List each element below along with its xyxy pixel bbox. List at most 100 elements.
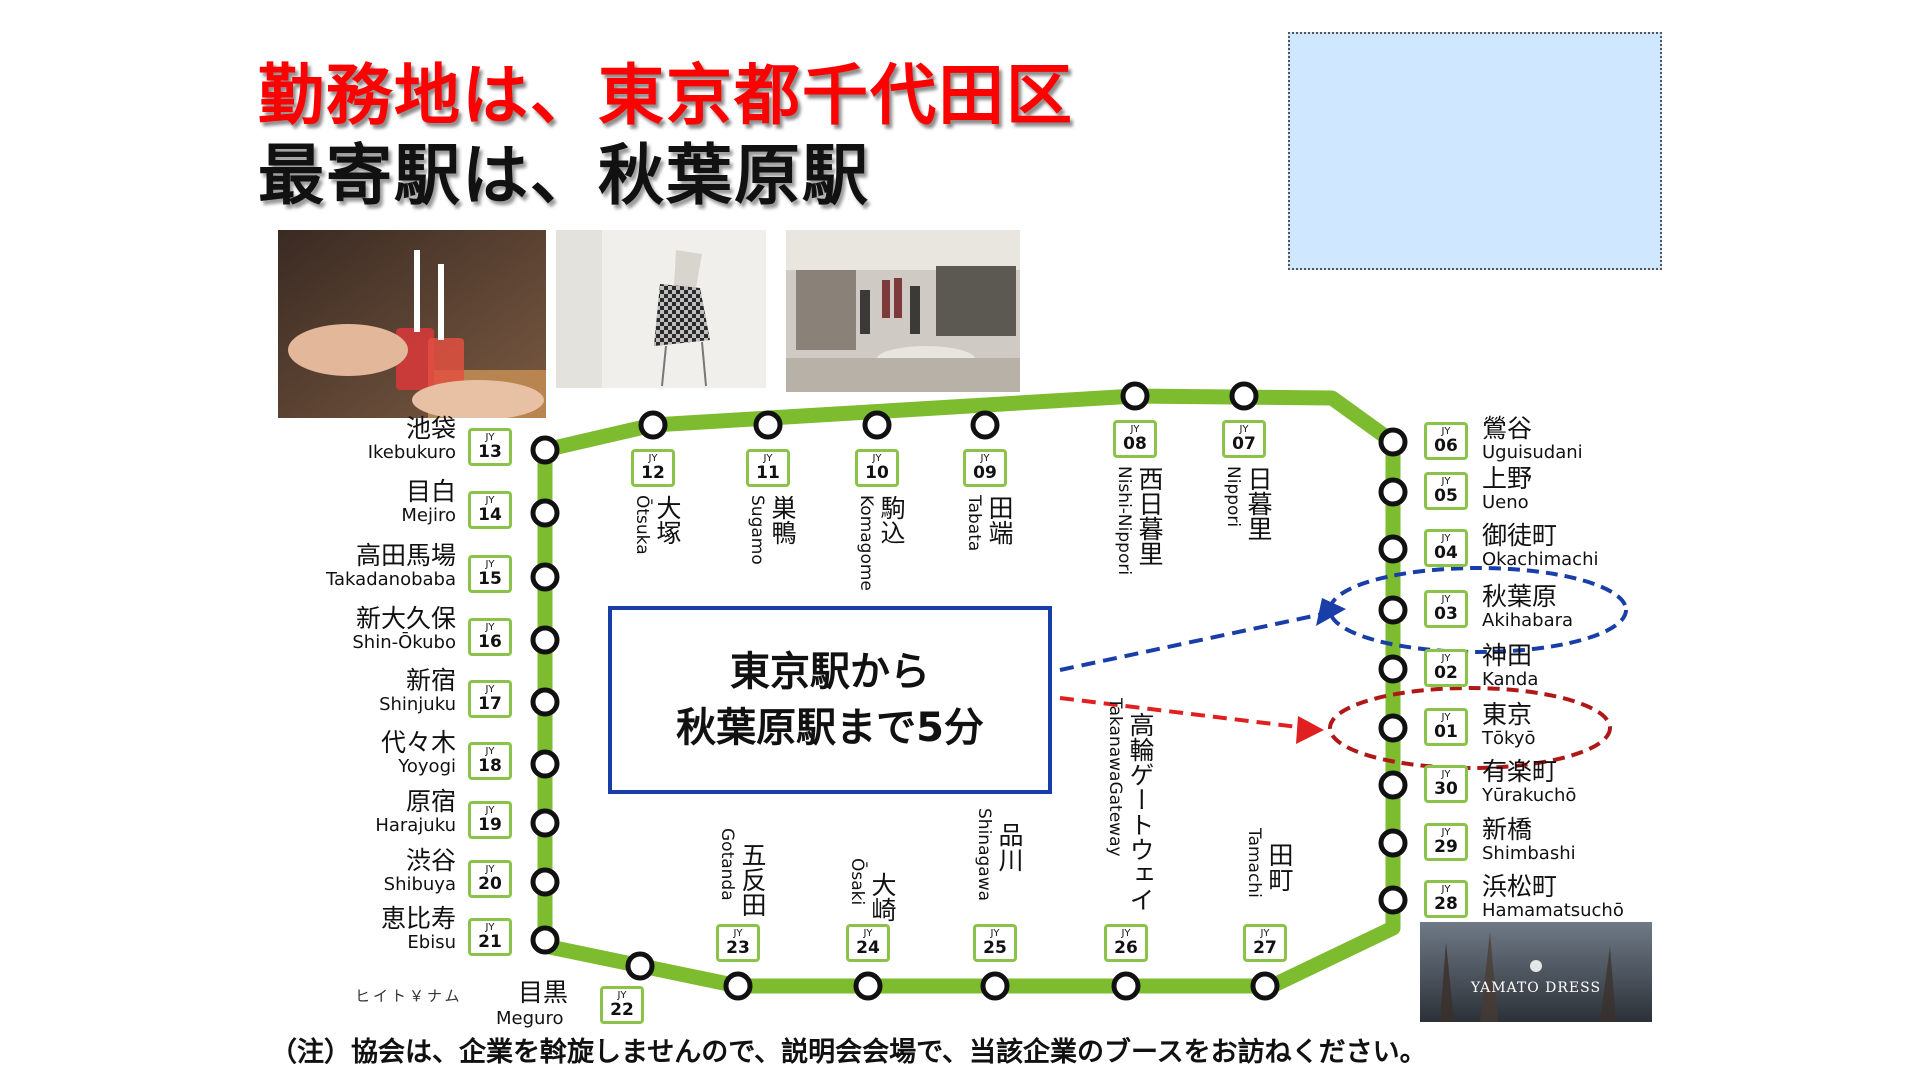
badge-line-code: JY [872,453,882,464]
station-name-en-ikebukuro: Ikebukuro [367,442,456,463]
station-name-en-sugamo: Sugamo [747,495,767,565]
station-name-en-hamamatsuch: Hamamatsuchō [1482,900,1624,921]
station-name-ja-nishinippori: 西日暮里 [1135,466,1164,566]
station-name-en-shibuya: Shibuya [383,874,456,895]
station-name-en-saki: Ōsaki [847,858,867,906]
badge-line-code: JY [733,928,743,939]
station-name-en-shinkubo: Shin-Ōkubo [352,632,456,653]
badge-line-code: JY [617,990,627,1001]
drinks-photo [278,230,546,418]
tokyo-highlight-ellipse [1328,686,1612,770]
station-marker-saki [853,971,883,1001]
travel-time-callout: 東京駅から 秋葉原駅まで5分 [608,606,1052,794]
badge-line-code: JY [648,453,658,464]
callout-line-2: 秋葉原駅まで5分 [676,705,984,751]
station-name-en-tsuka: Ōtsuka [632,495,652,555]
badge-line-code: JY [485,684,495,695]
station-name-ja-gotanda: 五反田 [738,842,767,917]
badge-number: 02 [1434,663,1458,683]
badge-number: 11 [756,463,780,483]
badge-line-code: JY [485,432,495,443]
station-name-en-akihabara: Akihabara [1482,610,1574,631]
badge-line-code: JY [1441,533,1451,544]
station-name-en-komagome: Komagome [856,495,876,591]
station-name-ja-ebisu: 恵比寿 [380,904,456,933]
station-name-ja-komagome: 駒込 [877,495,906,545]
station-name-ja-kanda: 神田 [1482,641,1533,670]
badge-number: 30 [1434,779,1458,799]
station-name-ja-meguro: 目黒 [518,978,569,1007]
badge-line-code: JY [485,559,495,570]
arrow-to-tokyo [1059,696,1307,730]
station-marker-shibuya [530,867,560,897]
station-marker-tky [1378,713,1408,743]
badge-number: 17 [478,694,502,714]
badge-number: 21 [478,932,502,952]
station-marker-hamamatsuch [1378,885,1408,915]
station-marker-takanawagateway [1111,971,1141,1001]
badge-number: 23 [726,938,750,958]
station-marker-nishinippori [1120,381,1150,411]
badge-line-code: JY [1441,712,1451,723]
badge-line-code: JY [485,622,495,633]
station-marker-uguisudani [1378,427,1408,457]
station-name-en-takanawagateway: TakanawaGateway [1105,698,1125,857]
station-marker-meguro [625,951,655,981]
station-name-en-ueno: Ueno [1482,492,1529,513]
badge-number: 03 [1434,604,1458,624]
station-name-en-shinagawa: Shinagawa [974,808,994,902]
headline-nearest-station: 最寄駅は、秋葉原駅 [258,137,870,214]
station-name-en-nippori: Nippori [1223,466,1243,528]
badge-number: 28 [1434,894,1458,914]
badge-number: 14 [478,505,502,525]
station-name-ja-tamachi: 田町 [1265,842,1294,892]
station-name-ja-okachimachi: 御徒町 [1482,521,1558,550]
station-name-en-yoyogi: Yoyogi [398,756,456,777]
badge-number: 27 [1253,938,1277,958]
badge-line-code: JY [1441,594,1451,605]
arrow-head-blue [1316,598,1346,626]
station-name-ja-saki: 大崎 [868,872,897,922]
station-name-ja-mejiro: 目白 [405,477,456,506]
station-name-ja-hamamatsuch: 浜松町 [1482,872,1558,901]
station-name-ja-tky: 東京 [1482,700,1533,729]
station-name-en-tamachi: Tamachi [1244,828,1264,898]
badge-line-code: JY [1441,476,1451,487]
footnote: （注）協会は、企業を斡旋しませんので、説明会会場で、当該企業のブースをお訪ねくだ… [270,1037,1427,1068]
station-marker-komagome [862,410,892,440]
badge-number: 13 [478,442,502,462]
station-marker-kanda [1378,654,1408,684]
station-marker-shimbashi [1378,828,1408,858]
badge-number: 20 [478,874,502,894]
station-name-en-yrakuch: Yūrakuchō [1482,785,1577,806]
station-marker-ikebukuro [530,435,560,465]
badge-line-code: JY [980,453,990,464]
station-name-ja-tsuka: 大塚 [653,495,682,545]
station-name-en-okachimachi: Okachimachi [1482,549,1599,570]
badge-number: 07 [1232,434,1256,454]
badge-number: 19 [478,815,502,835]
badge-number: 29 [1434,837,1458,857]
badge-number: 24 [856,938,880,958]
station-marker-mejiro [530,498,560,528]
badge-line-code: JY [990,928,1000,939]
badge-line-code: JY [485,922,495,933]
station-marker-ueno [1378,477,1408,507]
badge-line-code: JY [1441,827,1451,838]
badge-number: 15 [478,569,502,589]
station-name-en-tky: Tōkyō [1482,728,1536,749]
